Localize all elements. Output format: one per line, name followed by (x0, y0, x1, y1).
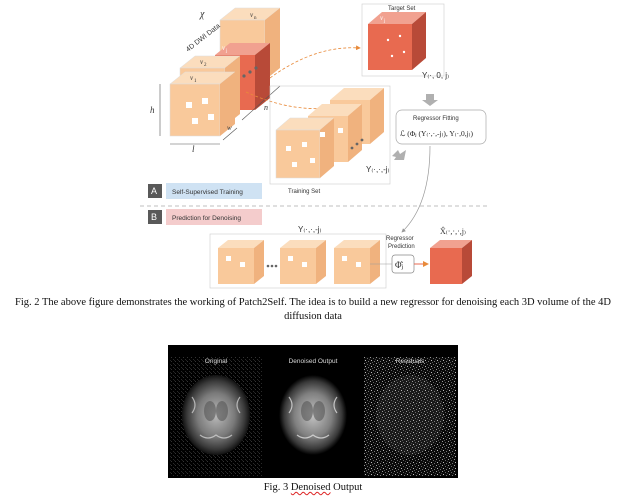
training-volumes (275, 88, 384, 179)
figure-3-caption-word1: Denoised (290, 482, 331, 493)
regressor-fitting-label: Regressor Fitting (413, 116, 459, 122)
figure-3-caption: Fig. 3 Denoised Output (0, 482, 626, 493)
arrow-fit-to-predict (401, 145, 431, 233)
volume-v1 (169, 71, 236, 137)
y-pred-label: Y₍·,·,-j₎ (298, 225, 322, 234)
step-b-label: Prediction for Denoising (172, 215, 241, 222)
target-vj: v (380, 14, 384, 22)
up-arrow-icon (392, 150, 406, 160)
target-set-label: Target Set (388, 6, 416, 12)
volume-stack-left (169, 7, 281, 137)
label-v1-sub: 1 (194, 79, 197, 84)
x-hat-label: X̂₍·,·,·,j₎ (440, 225, 466, 236)
dim-w: w (227, 124, 232, 132)
down-arrow-icon (422, 94, 438, 106)
label-v2-sub: 2 (204, 63, 207, 68)
label-v1: v (190, 74, 194, 82)
panel-title-residuals: Residuals (395, 358, 425, 365)
label-vn-sub: n (254, 16, 257, 21)
data-symbol: χ (199, 9, 205, 20)
regressor-prediction-label-2: Prediction (388, 244, 415, 250)
target-vj-sub: j (383, 19, 385, 24)
step-b-label-box (166, 209, 262, 225)
label-vn: v (250, 11, 254, 19)
figure-3-caption-prefix: Fig. 3 (263, 482, 291, 493)
y-train-label: Y₍·,·,-j₎ (366, 165, 390, 174)
label-vj-sub: j (225, 49, 227, 54)
arrow-to-training (245, 91, 331, 111)
dim-l: l (192, 144, 195, 154)
training-set-box (269, 85, 391, 185)
step-b-letter-box (148, 210, 162, 224)
prediction-volumes (218, 240, 380, 284)
panel-original: Original (170, 357, 262, 476)
phi-hat: Φ̂ⱼ (395, 260, 404, 270)
figure-2-caption: Fig. 2 The above figure demonstrates the… (15, 297, 611, 322)
panel-title-denoised: Denoised Output (288, 358, 338, 365)
figure-3-caption-word2: Output (330, 482, 363, 493)
patch2self-diagram: χ 4D DWI Data v n v j v 2 v 1 h l w n Ta… (140, 3, 490, 289)
regressor-fitting-box (395, 109, 487, 145)
step-a-letter-box (148, 184, 162, 198)
prediction-set-box (209, 233, 387, 289)
label-vj: v (222, 44, 226, 52)
step-a-label-box (166, 183, 262, 199)
target-volume (368, 12, 426, 70)
regressor-prediction-label-1: Regressor (386, 236, 414, 242)
target-set-box (361, 3, 445, 77)
dwi-data-label: 4D DWI Data (185, 23, 222, 54)
loss-formula: ℒ (Φⱼ (Y₍·,·,-j₎), Y₍·,0,j₎) (400, 129, 474, 138)
y-target-label: Y₍·, 0, j₎ (422, 71, 449, 80)
brain-original-image (170, 357, 262, 476)
step-a-letter: A (151, 186, 157, 196)
step-b-letter: B (151, 212, 157, 222)
denoised-volume (430, 240, 472, 284)
residuals-image (364, 357, 456, 476)
brain-denoised-image (267, 357, 359, 476)
denoising-result-figure: Original (168, 345, 458, 478)
step-a-label: Self-Supervised Training (172, 189, 243, 196)
panel-residuals: Residuals (364, 357, 456, 476)
training-set-label: Training Set (288, 189, 320, 195)
label-v2: v (200, 58, 204, 66)
panel-title-original: Original (204, 358, 228, 365)
dim-n: n (264, 103, 268, 112)
panel-denoised: Denoised Output (267, 357, 359, 476)
arrow-to-target (269, 45, 361, 79)
dim-h: h (150, 105, 155, 115)
